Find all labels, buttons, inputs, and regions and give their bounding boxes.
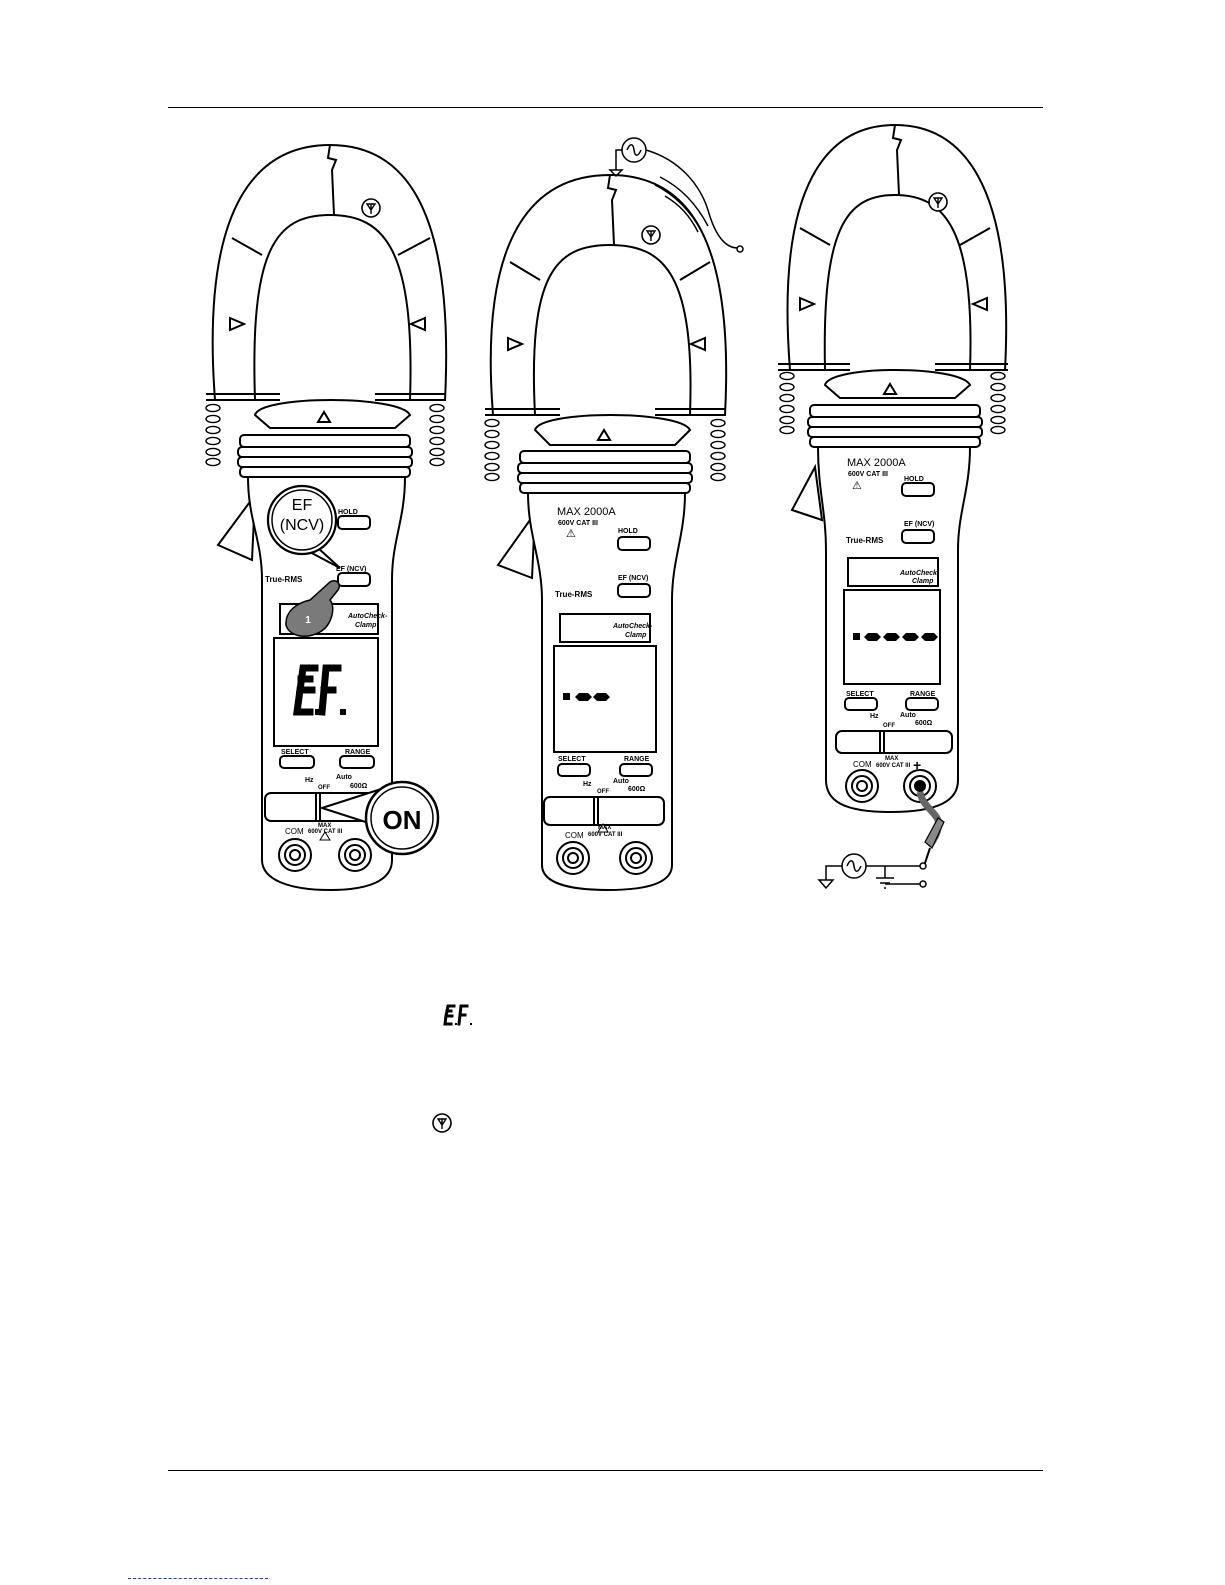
footer-link-underline: [128, 1578, 268, 1579]
finger-step-1: 1: [285, 579, 341, 637]
right-max-rating: MAX 2000A: [847, 457, 906, 469]
middle-max-label: MAX: [598, 825, 611, 831]
left-truerms-label: True-RMS: [265, 575, 303, 584]
middle-cat2-label: 600V CAT III: [588, 832, 623, 838]
right-max-label: MAX: [885, 756, 898, 762]
middle-ac-source: [608, 137, 744, 253]
on-label: ON: [383, 805, 422, 835]
inline-antenna-icon: [432, 1113, 452, 1133]
left-brand-line1: AutoCheck-: [347, 613, 388, 620]
clamp-meter-left: [205, 143, 448, 892]
right-range-label: RANGE: [910, 691, 936, 698]
ef-ncv-callout: EF (NCV): [266, 484, 341, 569]
middle-com-label: COM: [565, 831, 584, 840]
top-rule: [168, 107, 1043, 108]
left-auto-label: Auto: [336, 774, 352, 781]
svg-text:⚠: ⚠: [566, 528, 576, 540]
right-hz-label: Hz: [870, 713, 879, 720]
right-brand-line1: AutoCheck-: [899, 570, 940, 577]
middle-hold-label: HOLD: [618, 528, 638, 535]
left-ohm-label: 600Ω: [350, 783, 368, 790]
middle-max-rating: MAX 2000A: [557, 506, 616, 518]
right-ef-label: EF (NCV): [904, 521, 934, 528]
middle-brand-line2: Clamp: [625, 632, 647, 639]
middle-ef-label: EF (NCV): [618, 575, 648, 582]
on-callout: ON: [318, 780, 440, 856]
clamp-meter-middle: [484, 173, 728, 892]
middle-cat-label: 600V CAT III: [558, 520, 598, 527]
middle-off-label: OFF: [597, 789, 609, 795]
middle-range-label: RANGE: [624, 756, 650, 763]
left-ef-label: EF (NCV): [336, 566, 366, 573]
middle-brand-line1: AutoCheck-: [612, 623, 653, 630]
callout-ef-line1: EF: [292, 497, 313, 514]
right-hold-label: HOLD: [904, 476, 924, 483]
middle-meter-labels: MAX 2000A 600V CAT III ⚠ HOLD EF (NCV) T…: [555, 506, 653, 840]
right-test-lead: [916, 791, 945, 870]
right-cat2-label: 600V CAT III: [876, 763, 911, 769]
left-range-label: RANGE: [345, 749, 371, 756]
right-cat-label: 600V CAT III: [848, 471, 888, 478]
right-truerms-label: True-RMS: [846, 536, 884, 545]
left-meter-labels: HOLD EF (NCV) True-RMS AutoCheck- Clamp …: [265, 509, 388, 836]
middle-lcd-dashes: [563, 693, 610, 701]
middle-hz-label: Hz: [583, 781, 592, 788]
left-off-label: OFF: [318, 785, 330, 791]
right-ac-source: [817, 853, 927, 890]
right-com-label: COM: [853, 760, 872, 769]
right-select-label: SELECT: [846, 691, 874, 698]
inline-ef-symbol: [443, 1004, 472, 1026]
middle-select-label: SELECT: [558, 756, 586, 763]
left-cat-label: 600V CAT III: [308, 829, 343, 835]
right-meter-labels: MAX 2000A 600V CAT III ⚠ HOLD EF (NCV) T…: [846, 457, 940, 773]
callout-ef-line2: (NCV): [280, 517, 324, 534]
right-auto-label: Auto: [900, 712, 916, 719]
right-plus-label: +: [913, 757, 921, 773]
bottom-rule: [168, 1470, 1043, 1471]
left-select-label: SELECT: [281, 749, 309, 756]
left-brand-line2: Clamp: [355, 622, 377, 629]
middle-truerms-label: True-RMS: [555, 590, 593, 599]
right-off-label: OFF: [883, 723, 895, 729]
right-brand-line2: Clamp: [912, 578, 934, 585]
middle-ohm-label: 600Ω: [628, 786, 646, 793]
left-max-label: MAX: [318, 823, 331, 829]
left-com-label: COM: [285, 827, 304, 836]
right-ohm-label: 600Ω: [915, 720, 933, 727]
step-number: 1: [305, 615, 311, 626]
svg-text:⚠: ⚠: [852, 480, 862, 492]
right-lcd-dashes: [853, 633, 938, 641]
left-hold-label: HOLD: [338, 509, 358, 516]
middle-auto-label: Auto: [613, 778, 629, 785]
left-hz-label: Hz: [305, 777, 314, 784]
